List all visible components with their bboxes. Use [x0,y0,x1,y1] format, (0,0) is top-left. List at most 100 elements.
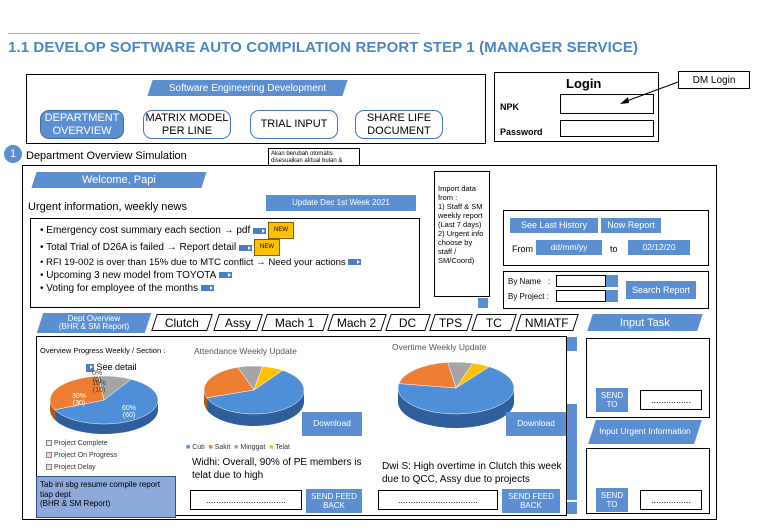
pie-label-0: 0% (0) [92,370,103,385]
pie-slice [455,362,490,389]
see-last-history-button[interactable]: See Last History [510,218,598,233]
pie-slice [398,362,457,389]
nav-share-life-document[interactable]: SHARE LIFE DOCUMENT [355,110,443,139]
password-input[interactable] [560,120,654,137]
nav-matrix-model[interactable]: MATRIX MODEL PER LINE [143,110,231,139]
scroll-down-icon[interactable] [478,298,488,308]
urgent-item[interactable]: • Total Trial of D26A is failed → Report… [40,239,418,256]
input-urgent-header: Input Urgent Information [588,420,702,444]
send-feedback-button-2[interactable]: SEND FEED BACK [502,489,560,513]
pie-label-10: 10% (10) [92,380,107,395]
send-to-urgent-field[interactable]: ................ [640,490,702,510]
from-date-field[interactable]: dd/mm/yy [536,240,602,255]
tab-mach2[interactable]: Mach 2 [327,314,387,331]
attendance-comment: Widhi: Overall, 90% of PE members is tel… [192,457,362,481]
legend-item[interactable]: Project Delay [46,462,117,474]
page-title: 1.1 DEVELOP SOFTWARE AUTO COMPILATION RE… [8,39,639,56]
tab-mach1[interactable]: Mach 1 [261,314,329,331]
open-icon[interactable] [218,272,232,279]
legend-item[interactable]: Project On Progress [46,450,117,462]
section-title: Department Overview Simulation [26,150,187,162]
open-icon[interactable] [253,227,267,234]
urgent-title: Urgent information, weekly news [28,201,187,213]
group-label: Software Engineering Development [147,80,348,96]
welcome-banner: Welcome, Papi [31,172,207,188]
callout-arrow [620,81,679,104]
password-label: Password [500,127,543,137]
login-title: Login [566,76,602,91]
download-attendance-button[interactable]: Download [302,412,362,436]
send-to-urgent-button[interactable]: SEND TO [596,488,628,512]
scroll-down-icon[interactable] [567,502,577,514]
urgent-item[interactable]: • Upcoming 3 new model from TOYOTA [40,269,418,282]
by-name-colon: : [548,277,551,286]
tab-clutch[interactable]: Clutch [151,314,213,331]
by-name-label: By Name [508,277,541,286]
dm-login-callout: DM Login [678,71,750,89]
feedback-field-2[interactable]: ................................ [378,490,498,510]
feedback-field-1[interactable]: ................................ [190,490,302,510]
npk-input[interactable] [560,94,654,114]
nav-trial-input[interactable]: TRIAL INPUT [250,110,338,139]
chevron-down-icon[interactable] [606,275,618,287]
tab-dept-overview[interactable]: Dept Overview (BHR & SM Report) [36,313,152,333]
by-name-select[interactable] [556,275,606,287]
open-icon[interactable] [200,285,214,292]
pie-slice [203,367,255,399]
tab-tc[interactable]: TC [471,314,517,331]
overtime-title: Overtime Weekly Update [392,342,487,352]
download-overtime-button[interactable]: Download [506,412,566,436]
urgent-item[interactable]: • RFI 19-002 is over than 15% due to MTC… [40,256,418,269]
overtime-pie [397,361,515,428]
pie-slice [253,366,284,391]
tab-assy[interactable]: Assy [213,314,263,331]
scroll-up-icon[interactable] [567,337,577,351]
pie-slice [49,375,105,411]
attendance-legend: ■ Cuti ■ Sakit ■ Minggat ■ Telat [186,444,291,451]
see-detail-link[interactable]: See detail [86,362,137,372]
send-to-field[interactable]: ................ [640,390,702,410]
send-to-button[interactable]: SEND TO [596,388,628,412]
pie-slice [397,366,515,415]
to-label: to [610,244,618,254]
open-icon[interactable] [348,259,362,266]
from-label: From [512,244,533,254]
pie-slice [98,375,132,401]
section-number-badge: 1 [4,145,22,163]
attendance-pie [203,365,305,426]
pie-label-30: 30% (30) [72,393,87,408]
pie-slice [206,370,305,415]
open-icon[interactable] [238,244,252,251]
tab-nmiatf[interactable]: NMIATF [515,314,579,331]
progress-legend: Project Complete Project On Progress Pro… [46,438,117,474]
npk-label: NPK [500,102,520,112]
by-project-select[interactable] [556,290,606,302]
send-feedback-button-1[interactable]: SEND FEED BACK [306,489,362,513]
by-project-label: By Project : [508,292,549,301]
new-badge: NEW [253,239,280,256]
chevron-down-icon[interactable] [606,290,618,302]
nav-department-overview[interactable]: DEPARTMENT OVERVIEW [40,110,124,139]
urgent-item[interactable]: • Voting for employee of the months [40,282,418,295]
input-task-header: Input Task [587,314,703,331]
progress-title: Overview Progress Weekly / Section : [40,346,166,355]
urgent-item[interactable]: • Emergency cost summary each section → … [40,222,418,239]
to-date-field[interactable]: 02/12/20 [628,240,690,255]
progress-pie [49,375,159,434]
note-tab-resume: Tab ini sbg resume compile report tiap d… [36,476,176,518]
note-import: Import data from : 1) Staff & SM weekly … [434,171,490,297]
tab-dc[interactable]: DC [385,314,431,331]
pie-label-60: 60% (60) [122,405,137,420]
attendance-title: Attendance Weekly Update [194,346,297,356]
pie-slice [54,378,159,425]
title-underline [8,33,420,34]
open-icon[interactable] [86,363,94,372]
now-report-button[interactable]: Now Report [601,218,661,233]
tab-tps[interactable]: TPS [429,314,473,331]
new-badge: NEW [268,222,295,239]
urgent-list: • Emergency cost summary each section → … [40,222,418,295]
legend-item[interactable]: Project Complete [46,438,117,450]
search-report-button[interactable]: Search Report [626,281,696,299]
scrollbar-thumb[interactable] [567,404,577,500]
update-week-label: Update Dec 1st Week 2021 [266,195,416,211]
